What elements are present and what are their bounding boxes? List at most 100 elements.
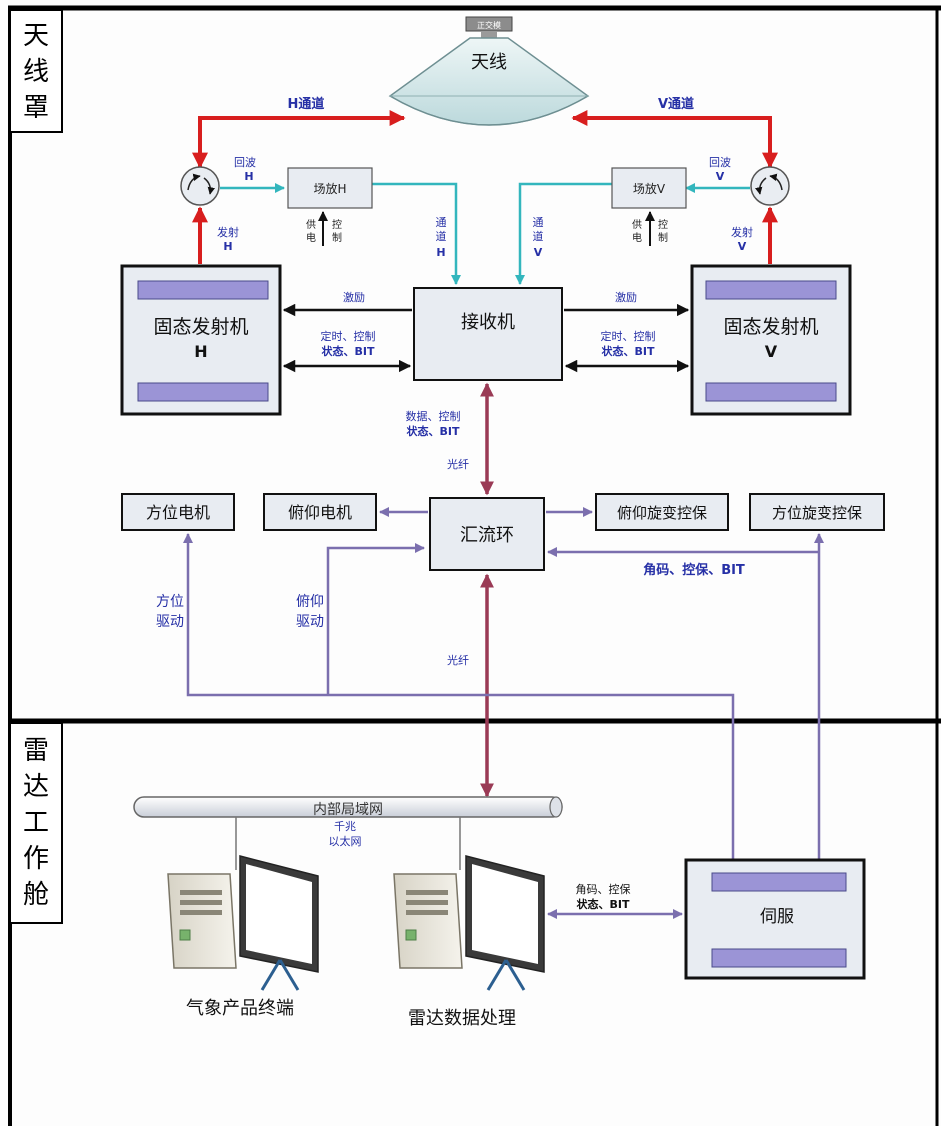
tx-v-label-2: V (738, 240, 747, 253)
el-drive-label-1: 俯仰 (296, 594, 324, 610)
transmitter-h: 固态发射机 H (120, 264, 282, 416)
svg-text:供: 供 (306, 218, 316, 231)
h-channel-label: H通道 (288, 96, 325, 112)
slip-ring-label: 汇流环 (460, 525, 514, 546)
transmitter-v-sub: V (765, 342, 778, 361)
bus-drops (235, 817, 461, 870)
receiver: 接收机 (413, 287, 563, 381)
svg-text:控: 控 (332, 218, 342, 231)
lna-v-supply: 供 电 控 制 (632, 211, 668, 246)
transmitter-h-title: 固态发射机 (153, 316, 248, 338)
tx-h-label-1: 发射 (217, 225, 239, 239)
channel-v-label-1: 通 (533, 216, 544, 229)
el-resolver: 俯仰旋变控保 (595, 493, 729, 531)
az-resolver-label: 方位旋变控保 (772, 504, 862, 522)
v-channel-label: V通道 (658, 96, 694, 112)
echo-h-label-1: 回波 (234, 156, 256, 169)
az-motor-label: 方位电机 (146, 503, 210, 522)
radome-label-1: 天 (23, 21, 49, 51)
lna-h: 场放H (287, 167, 373, 209)
lan-bus: 内部局域网 (133, 796, 563, 818)
cabin-label-1: 雷 (23, 736, 49, 766)
lan-bus-label: 内部局域网 (313, 802, 383, 818)
cabin-label-5: 舱 (23, 880, 49, 910)
el-drive-label-2: 驱动 (296, 614, 324, 630)
processing-terminal: 雷达数据处理 (393, 855, 545, 1029)
gigabit-label-2: 以太网 (329, 835, 362, 848)
receiver-label: 接收机 (461, 312, 515, 333)
processing-terminal-label: 雷达数据处理 (408, 1008, 516, 1029)
channel-v-label-3: V (534, 246, 543, 259)
svg-text:供: 供 (632, 218, 642, 231)
excite-right-label: 激励 (615, 290, 637, 304)
channel-h-label-3: H (436, 246, 445, 259)
echo-v-label-2: V (716, 170, 725, 183)
channel-h-label-1: 通 (436, 216, 447, 229)
echo-h-label-2: H (244, 170, 253, 183)
transmitter-v: 固态发射机 V (690, 264, 852, 416)
servo-link-label-2: 状态、BIT (577, 897, 630, 911)
timing-left-2: 状态、BIT (322, 344, 375, 358)
data-ctrl-label-2: 状态、BIT (407, 424, 460, 438)
servo-label: 伺服 (760, 907, 794, 927)
channel-v-path (515, 182, 612, 285)
tx-h-label-2: H (223, 240, 232, 253)
svg-text:控: 控 (658, 218, 668, 231)
lna-h-supply: 供 电 控 制 (306, 211, 342, 246)
radome-label-3: 罩 (23, 93, 49, 123)
radome-label-2: 线 (23, 57, 49, 87)
fiber-lower-label: 光纤 (447, 653, 469, 667)
az-drive-label-1: 方位 (156, 594, 184, 610)
svg-text:电: 电 (306, 231, 316, 244)
lna-v: 场放V (611, 167, 687, 209)
az-resolver: 方位旋变控保 (749, 493, 885, 531)
servo: 伺服 (684, 858, 866, 980)
circulator-h (180, 166, 220, 206)
az-drive-label-2: 驱动 (156, 614, 184, 630)
timing-left-1: 定时、控制 (321, 329, 376, 343)
cabin-label-4: 作 (23, 844, 49, 874)
timing-right-1: 定时、控制 (601, 329, 656, 343)
orthomode-label: 正交模 (477, 20, 501, 30)
red-paths (192, 110, 778, 264)
servo-link-label-1: 角码、控保 (576, 882, 631, 896)
az-motor: 方位电机 (121, 493, 235, 531)
h-channel-path (192, 110, 406, 169)
computer-icon (393, 855, 545, 991)
echo-v-label-1: 回波 (709, 156, 731, 169)
weather-terminal: 气象产品终端 (167, 855, 319, 1019)
v-channel-path (571, 110, 778, 169)
section-frames (8, 5, 941, 1126)
angle-code-label: 角码、控保、BIT (643, 562, 745, 578)
fiber-upper-label: 光纤 (447, 457, 469, 471)
black-links (282, 303, 690, 373)
channel-h-label-2: 道 (436, 229, 447, 243)
data-ctrl-label-1: 数据、控制 (406, 409, 461, 423)
channel-h-path (372, 182, 461, 285)
section-label-radome: 天 线 罩 (9, 9, 63, 133)
transmitter-h-sub: H (194, 342, 207, 361)
transmitter-v-title: 固态发射机 (723, 316, 818, 338)
el-motor: 俯仰电机 (263, 493, 377, 531)
cabin-label-2: 达 (23, 772, 49, 802)
lna-h-label: 场放H (313, 181, 346, 196)
el-motor-label: 俯仰电机 (288, 503, 352, 522)
purple-links (183, 507, 824, 919)
weather-terminal-label: 气象产品终端 (186, 998, 294, 1019)
antenna-label: 天线 (471, 52, 507, 73)
slip-ring: 汇流环 (429, 497, 545, 571)
teal-paths (220, 182, 750, 285)
excite-left-label: 激励 (343, 290, 365, 304)
channel-v-label-2: 道 (533, 229, 544, 243)
gigabit-label-1: 千兆 (334, 820, 356, 833)
svg-text:制: 制 (658, 231, 668, 244)
timing-right-2: 状态、BIT (602, 344, 655, 358)
svg-text:电: 电 (632, 231, 642, 244)
el-resolver-label: 俯仰旋变控保 (617, 504, 707, 522)
section-label-cabin: 雷 达 工 作 舱 (9, 722, 63, 924)
computer-icon (167, 855, 319, 991)
svg-text:制: 制 (332, 231, 342, 244)
cabin-label-3: 工 (23, 808, 49, 838)
